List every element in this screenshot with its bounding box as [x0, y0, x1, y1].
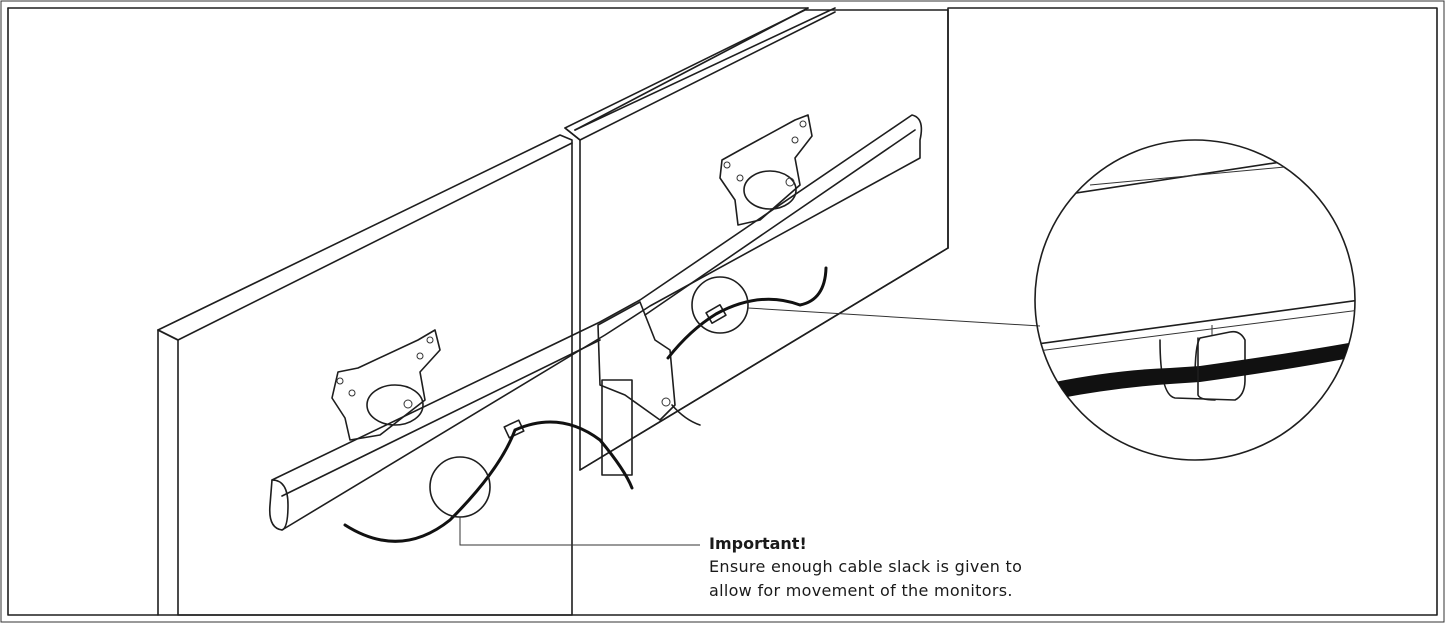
clip-detail-circle	[691, 276, 749, 334]
callout-line-2: allow for movement of the monitors.	[709, 581, 1013, 600]
important-callout: Important! Ensure enough cable slack is …	[709, 533, 1169, 603]
callout-title: Important!	[709, 534, 807, 553]
left-cable-clip	[503, 419, 525, 439]
callout-line-1: Ensure enough cable slack is given to	[709, 557, 1023, 576]
right-vesa-plate	[719, 114, 813, 226]
crossbar-arm	[268, 114, 923, 531]
zoom-detail-view	[1034, 139, 1356, 461]
center-pole	[601, 379, 633, 476]
right-cable	[666, 266, 828, 360]
left-vesa-plate	[331, 329, 441, 441]
callout-leader-line	[459, 517, 700, 546]
left-monitor	[157, 134, 573, 616]
right-monitor	[564, 9, 949, 471]
left-cable	[343, 420, 634, 543]
zoom-leader-line	[747, 307, 1041, 327]
